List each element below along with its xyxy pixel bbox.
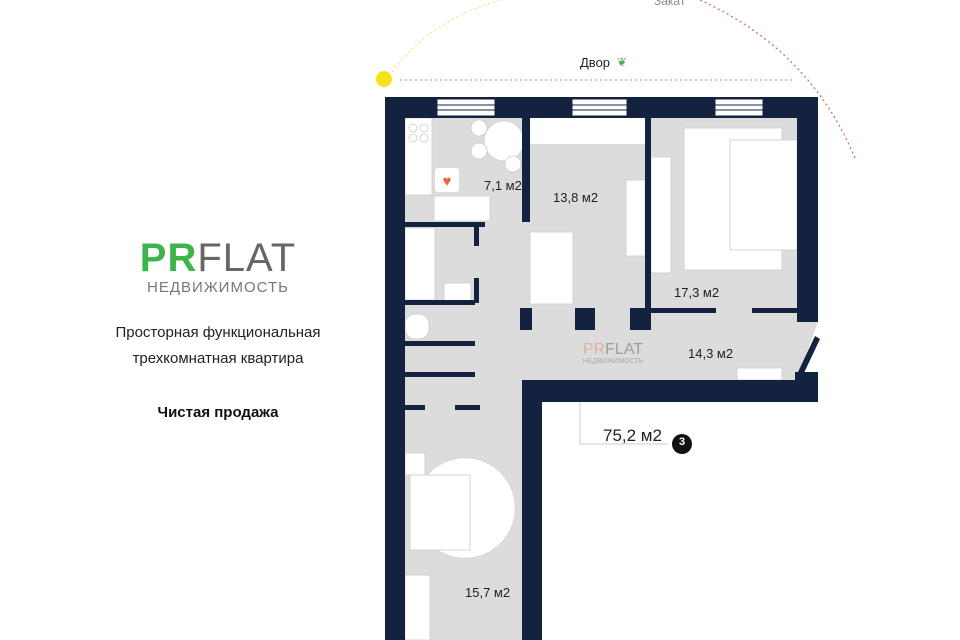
logo-subtitle: НЕДВИЖИМОСТЬ <box>147 279 289 296</box>
wardrobe <box>625 179 646 257</box>
tv-stand <box>650 156 672 274</box>
watermark-flat: FLAT <box>605 341 644 358</box>
watermark-subtitle: НЕДВИЖИМОСТЬ <box>582 358 644 365</box>
stove <box>404 117 433 196</box>
watermark-logo: PRFLAT НЕДВИЖИМОСТЬ <box>578 341 648 366</box>
heart-icon: ♥ <box>443 173 452 190</box>
room-area-living: 17,3 м2 <box>674 285 720 300</box>
brand-logo: PRFLAT НЕДВИЖИМОСТЬ <box>118 236 318 296</box>
windows <box>436 98 764 117</box>
logo-flat: FLAT <box>197 236 297 280</box>
window <box>714 98 764 117</box>
window <box>571 98 628 117</box>
yard-label: Двор <box>580 55 611 70</box>
sale-type: Чистая продажа <box>157 404 279 421</box>
watermark-pr: PR <box>582 341 606 358</box>
bathtub <box>404 227 436 301</box>
bed-double <box>409 474 471 551</box>
dining-table <box>483 120 525 162</box>
sink <box>433 195 491 222</box>
sun-icon <box>376 71 392 87</box>
room-area-hallway: 14,3 м2 <box>688 346 734 361</box>
rooms-count-badge <box>672 434 692 454</box>
sofa <box>729 139 798 251</box>
room-area-kitchen: 7,1 м2 <box>484 178 522 193</box>
room-area-bedroom: 15,7 м2 <box>465 585 511 600</box>
toilet <box>404 313 430 340</box>
leaf-icon: ❦ <box>617 55 627 69</box>
logo-pr: PR <box>139 236 198 280</box>
description-line-2: трехкомнатная квартира <box>132 350 304 367</box>
desk <box>404 574 431 640</box>
heart-icon-bg <box>435 168 459 192</box>
room-area-small: 13,8 м2 <box>553 190 599 205</box>
rooms-count: 3 <box>678 436 686 448</box>
furniture <box>404 117 798 640</box>
window <box>436 98 496 117</box>
bed-single <box>529 231 574 305</box>
sunrise-path <box>391 0 501 73</box>
sunset-label: Закат <box>654 0 686 8</box>
description-line-1: Просторная функциональная <box>115 324 321 341</box>
area-leader-line <box>579 402 668 445</box>
total-area: 75,2 м2 <box>603 426 662 445</box>
